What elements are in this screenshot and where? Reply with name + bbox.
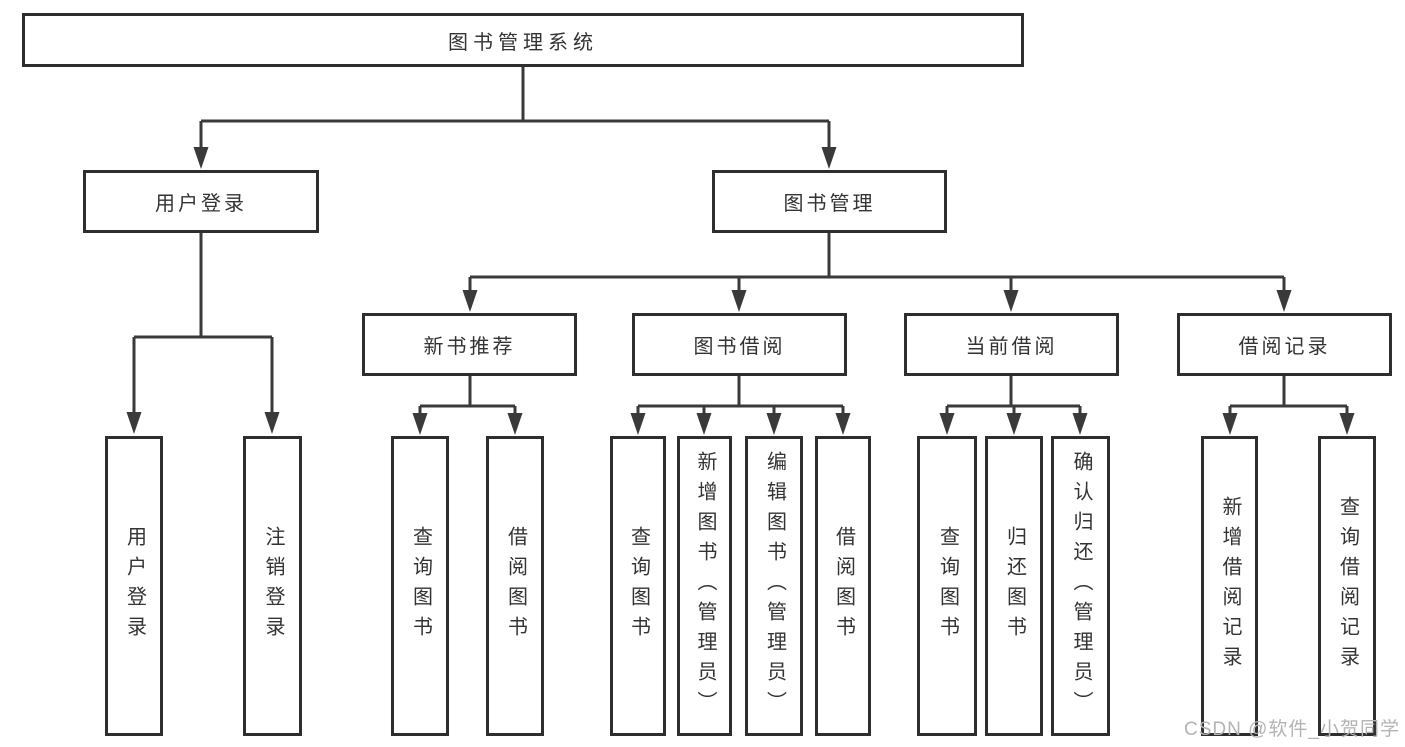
node-library-management-system-label: 图书管理系统 (448, 31, 598, 54)
leaf-edit-books-admin: 编辑图书（管理员） (745, 436, 803, 736)
connector-book-management-children (462, 233, 1292, 312)
node-user-login-label: 用户登录 (155, 193, 247, 215)
node-new-book-recommend-label: 新书推荐 (423, 336, 516, 358)
connector-new-book-children (412, 376, 523, 435)
leaf-return-books-label: 归还图书 (1003, 526, 1026, 646)
leaf-newbook-query-books: 查询图书 (391, 436, 449, 736)
leaf-borrow-books: 借阅图书 (815, 436, 871, 736)
node-book-management-label: 图书管理 (783, 193, 876, 215)
connector-current-borrow-children (939, 376, 1088, 435)
connector-book-borrow-children (630, 376, 851, 435)
leaf-user-login: 用户登录 (105, 436, 163, 736)
leaf-query-borrow-record-label: 查询借阅记录 (1336, 496, 1359, 676)
leaf-add-borrow-record: 新增借阅记录 (1201, 436, 1258, 736)
leaf-borrow-query-books-label: 查询图书 (627, 526, 650, 646)
leaf-current-query-books-label: 查询图书 (936, 526, 959, 646)
node-book-borrow: 图书借阅 (632, 313, 847, 376)
node-new-book-recommend: 新书推荐 (362, 313, 577, 376)
leaf-add-books-admin: 新增图书（管理员） (677, 436, 732, 736)
node-borrow-record: 借阅记录 (1177, 313, 1392, 376)
leaf-user-login-label: 用户登录 (123, 526, 146, 646)
node-borrow-record-label: 借阅记录 (1238, 336, 1331, 358)
node-book-borrow-label: 图书借阅 (693, 336, 786, 358)
leaf-logout: 注销登录 (243, 436, 302, 736)
node-book-management: 图书管理 (712, 170, 947, 233)
node-user-login: 用户登录 (83, 170, 319, 233)
leaf-newbook-borrow-books-label: 借阅图书 (504, 526, 527, 646)
leaf-borrow-books-label: 借阅图书 (832, 526, 855, 646)
leaf-add-books-admin-label: 新增图书（管理员） (694, 451, 716, 721)
leaf-query-borrow-record: 查询借阅记录 (1318, 436, 1376, 736)
leaf-edit-books-admin-label: 编辑图书（管理员） (763, 451, 786, 721)
csdn-watermark: CSDN @软件_小贺同学 (1184, 719, 1400, 740)
node-current-borrow-label: 当前借阅 (965, 336, 1058, 358)
leaf-current-query-books: 查询图书 (917, 436, 977, 736)
leaf-add-borrow-record-label: 新增借阅记录 (1219, 496, 1241, 676)
connector-borrow-record-children (1222, 376, 1355, 435)
leaf-newbook-borrow-books: 借阅图书 (486, 436, 544, 736)
leaf-borrow-query-books: 查询图书 (610, 436, 666, 736)
leaf-return-books: 归还图书 (985, 436, 1043, 736)
node-library-management-system: 图书管理系统 (22, 13, 1024, 67)
leaf-confirm-return-admin-label: 确认归还（管理员） (1070, 451, 1092, 721)
connector-user-login-children (126, 233, 280, 434)
node-current-borrow: 当前借阅 (904, 313, 1119, 376)
leaf-newbook-query-books-label: 查询图书 (409, 526, 432, 646)
connector-root-to-level2 (193, 66, 837, 169)
leaf-logout-label: 注销登录 (262, 526, 284, 646)
leaf-confirm-return-admin: 确认归还（管理员） (1051, 436, 1110, 736)
